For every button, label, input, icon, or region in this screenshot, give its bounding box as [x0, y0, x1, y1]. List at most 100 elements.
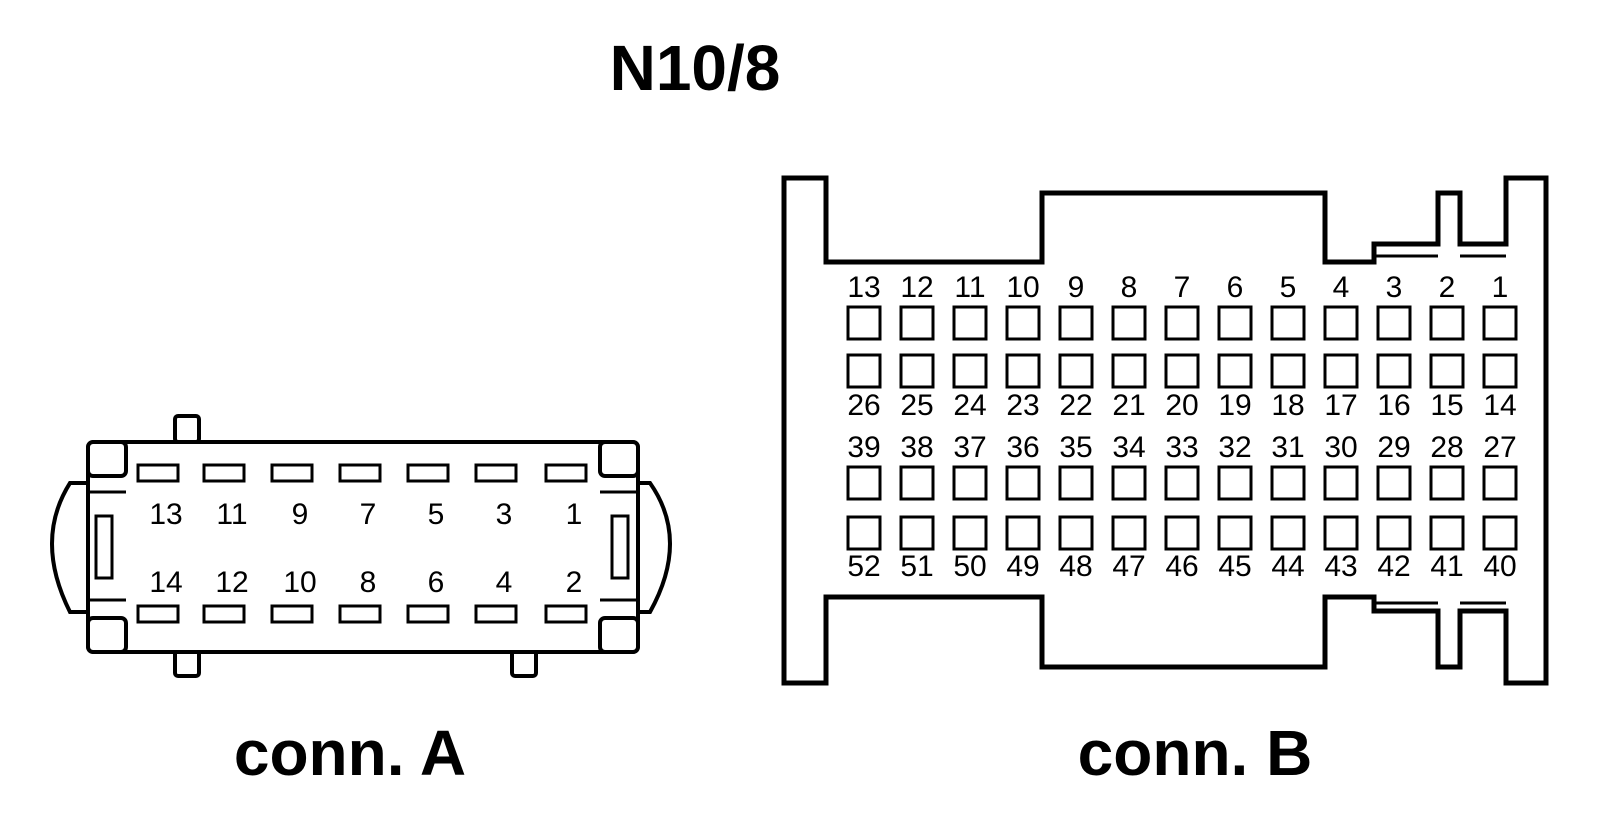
pin-cavity: [1429, 305, 1465, 341]
pin-cavity: [1482, 305, 1518, 341]
pin-cavity: [1164, 353, 1200, 389]
pin-number: 10: [1006, 271, 1039, 304]
pin-cavity: [846, 305, 882, 341]
pin-number: 5: [1280, 271, 1297, 304]
pin-number: 33: [1165, 431, 1198, 464]
pin-cavity: [1482, 515, 1518, 551]
pin-cavity: [1270, 465, 1306, 501]
pin-number: 4: [496, 566, 513, 599]
pin-cavity: [1111, 305, 1147, 341]
pin-cavity: [1164, 515, 1200, 551]
pin-cavity: [899, 305, 935, 341]
pin-cavity: [1217, 515, 1253, 551]
pin-cavity: [338, 604, 382, 624]
pin-number: 20: [1165, 389, 1198, 422]
pin-cavity: [136, 604, 180, 624]
pin-cavity: [1323, 465, 1359, 501]
pin-cavity: [1058, 515, 1094, 551]
pin-number: 46: [1165, 550, 1198, 583]
pin-cavity: [1005, 515, 1041, 551]
pin-cavity: [1429, 515, 1465, 551]
pin-number: 27: [1483, 431, 1516, 464]
pin-number: 12: [215, 566, 248, 599]
pin-number: 24: [953, 389, 986, 422]
pin-number: 11: [954, 271, 985, 304]
pin-cavity: [952, 465, 988, 501]
pin-number: 6: [428, 566, 445, 599]
pin-number: 22: [1059, 389, 1092, 422]
pin-number: 45: [1218, 550, 1251, 583]
pin-cavity: [846, 465, 882, 501]
pin-number: 14: [149, 566, 182, 599]
pin-cavity: [1482, 353, 1518, 389]
pin-number: 47: [1112, 550, 1145, 583]
connector-a-top-key: [173, 414, 201, 444]
pin-number: 29: [1377, 431, 1410, 464]
pin-cavity: [1376, 353, 1412, 389]
pin-number: 6: [1227, 271, 1244, 304]
pin-number: 7: [360, 498, 377, 531]
connector-a-left-latch: [50, 481, 94, 614]
pin-number: 17: [1324, 389, 1357, 422]
pin-cavity: [202, 463, 246, 483]
pin-cavity: [899, 353, 935, 389]
pin-cavity: [1111, 353, 1147, 389]
pin-number: 40: [1483, 550, 1516, 583]
pin-cavity: [270, 604, 314, 624]
pin-cavity: [1376, 305, 1412, 341]
connector-a-corner-block: [598, 440, 640, 478]
diagram-title: N10/8: [610, 32, 781, 104]
pin-number: 3: [1386, 271, 1403, 304]
pin-number: 12: [900, 271, 933, 304]
pin-cavity: [1270, 353, 1306, 389]
pin-cavity: [544, 604, 588, 624]
pin-number: 2: [1439, 271, 1456, 304]
pin-cavity: [1217, 305, 1253, 341]
pin-number: 52: [847, 550, 880, 583]
pin-number: 51: [900, 550, 933, 583]
pin-number: 35: [1059, 431, 1092, 464]
pin-number: 8: [1121, 271, 1138, 304]
pin-number: 32: [1218, 431, 1251, 464]
pin-number: 30: [1324, 431, 1357, 464]
pin-number: 26: [847, 389, 880, 422]
pin-cavity: [1429, 353, 1465, 389]
pin-cavity: [846, 515, 882, 551]
pin-number: 1: [566, 498, 583, 531]
pin-number: 14: [1483, 389, 1516, 422]
pin-number: 11: [216, 498, 247, 531]
pin-number: 1: [1492, 271, 1509, 304]
pin-number: 15: [1430, 389, 1463, 422]
pin-cavity: [1323, 305, 1359, 341]
pin-number: 25: [900, 389, 933, 422]
pin-cavity: [899, 465, 935, 501]
pin-cavity: [1058, 353, 1094, 389]
pin-number: 50: [953, 550, 986, 583]
pin-cavity: [202, 604, 246, 624]
pin-cavity: [1217, 353, 1253, 389]
pin-number: 48: [1059, 550, 1092, 583]
pin-number: 37: [953, 431, 986, 464]
pin-number: 10: [283, 566, 316, 599]
pin-cavity: [474, 604, 518, 624]
pin-number: 9: [1068, 271, 1085, 304]
pin-cavity: [1429, 465, 1465, 501]
pin-number: 7: [1174, 271, 1191, 304]
pin-cavity: [474, 463, 518, 483]
pin-cavity: [952, 305, 988, 341]
pin-number: 43: [1324, 550, 1357, 583]
pin-cavity: [1164, 305, 1200, 341]
pin-cavity: [1323, 515, 1359, 551]
pin-cavity: [1058, 465, 1094, 501]
connector-a-side-rail: [94, 514, 114, 580]
pin-number: 28: [1430, 431, 1463, 464]
pin-cavity: [1058, 305, 1094, 341]
pin-cavity: [1323, 353, 1359, 389]
connector-b-housing: [781, 175, 1549, 686]
pin-number: 39: [847, 431, 880, 464]
pin-cavity: [1005, 465, 1041, 501]
pin-cavity: [1005, 353, 1041, 389]
pin-cavity: [544, 463, 588, 483]
